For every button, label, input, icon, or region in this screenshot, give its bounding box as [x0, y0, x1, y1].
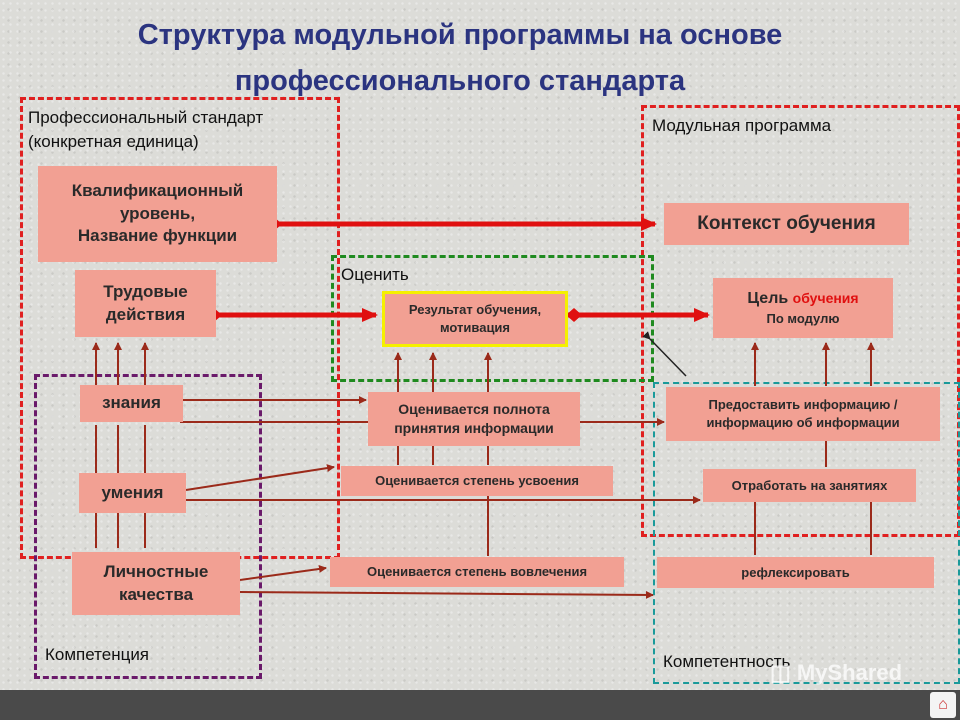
competency-frame — [653, 382, 960, 684]
diagram-title: Структура модульной программы на основе … — [0, 12, 920, 104]
modular-program-label: Модульная программа — [652, 116, 832, 135]
reflect-box: рефлексировать — [657, 557, 934, 588]
learning-result-box: Результат обучения, мотивация — [382, 291, 568, 347]
competence-frame — [34, 374, 262, 679]
bottom-bar — [0, 690, 960, 720]
title-line-2: профессионального стандарта — [234, 65, 686, 97]
provide-info-box: Предоставить информацию / информацию об … — [666, 387, 940, 441]
qualification-box: Квалификационный уровень, Название функц… — [38, 166, 277, 262]
share-icon: ◫ — [770, 660, 791, 685]
eval-mastery-box: Оценивается степень усвоения — [341, 466, 613, 496]
watermark: ◫ MyShared — [770, 660, 903, 685]
evaluate-label: Оценить — [341, 265, 409, 284]
eval-involvement-box: Оценивается степень вовлечения — [330, 557, 624, 587]
competence-label: Компетенция — [45, 645, 150, 664]
skills-box: умения — [79, 473, 186, 513]
practice-box: Отработать на занятиях — [703, 469, 916, 502]
prof-standard-label: Профессиональный стандарт (конкретная ед… — [28, 108, 264, 151]
title-line-1: Структура модульной программы на основе — [137, 19, 783, 51]
knowledge-box: знания — [80, 385, 183, 422]
eval-completeness-box: Оценивается полнота принятия информации — [368, 392, 580, 446]
learning-context-box: Контекст обучения — [664, 203, 909, 245]
learning-goal-box: Цель обучения По модулю — [713, 278, 893, 338]
competency-label: Компетентность — [663, 652, 791, 671]
arrow-personal-to-eval — [239, 565, 327, 581]
home-icon[interactable]: ⌂ — [930, 692, 956, 718]
pointer-arrow — [642, 331, 687, 377]
labor-actions-box: Трудовые действия — [75, 270, 216, 337]
personal-qualities-box: Личностные качества — [72, 552, 240, 615]
arrow-skills-to-eval — [185, 464, 335, 491]
arrow-personal-to-reflect — [239, 590, 654, 599]
